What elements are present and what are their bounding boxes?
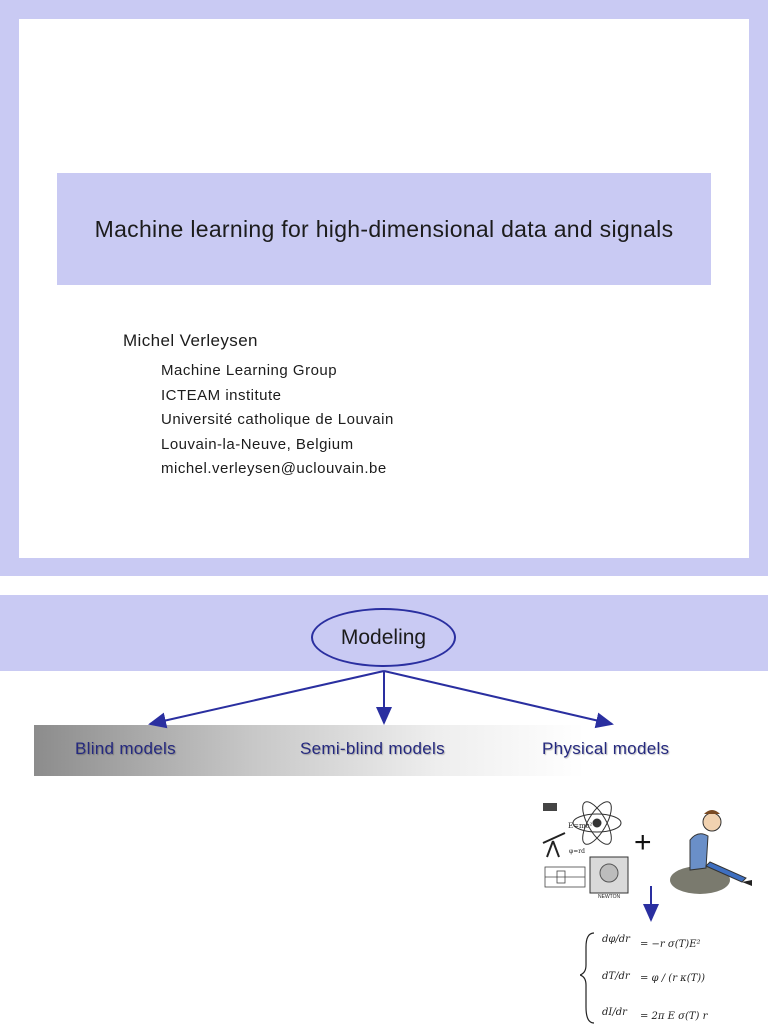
semi-blind-models-label: Semi-blind models: [300, 739, 445, 758]
physical-models-label: Physical models: [542, 739, 670, 758]
physics-illustration: E=mc² φ=rd NEWTON: [542, 801, 629, 900]
eq1-rhs: = −r σ(T)E²: [640, 939, 701, 950]
affiliation-block: Machine Learning Group ICTEAM institute …: [161, 359, 394, 482]
telescope-icon: [542, 832, 566, 858]
model-spectrum-band: [34, 725, 768, 776]
eq2-rhs: = φ / (r κ(T)): [640, 973, 705, 984]
newton-caption: NEWTON: [598, 894, 621, 900]
equation-system: dφ/dr = −r σ(T)E² dT/dr = φ / (r κ(T)) d…: [578, 927, 760, 1032]
eq3-lhs: dI/dr: [602, 1007, 628, 1018]
svg-text:E=mc²: E=mc²: [568, 822, 593, 830]
modeling-label: Modeling: [340, 625, 427, 649]
slide-1: Machine learning for high-dimensional da…: [19, 19, 749, 558]
equations: dφ/dr = −r σ(T)E² dT/dr = φ / (r κ(T)) d…: [578, 932, 709, 1024]
eq3-rhs: = 2π E σ(T) r: [640, 1011, 709, 1022]
blind-models-label: Blind models: [75, 739, 176, 758]
arrow-to-blind: [148, 670, 385, 729]
affiliation-university: Université catholique de Louvain: [161, 411, 394, 428]
modeling-node: Modeling: [311, 608, 456, 667]
circuit-icon: [544, 866, 586, 888]
affiliation-group: Machine Learning Group: [161, 362, 338, 379]
eq2-lhs: dT/dr: [602, 971, 631, 982]
arrow-to-physical: [383, 670, 614, 729]
svg-text:φ=rd: φ=rd: [569, 848, 585, 855]
affiliation-institute: ICTEAM institute: [161, 386, 282, 404]
affiliation-location: Louvain-la-Neuve, Belgium: [161, 435, 354, 453]
eq1-lhs: dφ/dr: [602, 934, 631, 945]
author-name: Michel Verleysen: [123, 331, 258, 350]
thinking-person-illustration: [670, 810, 752, 894]
author-email: michel.verleysen@uclouvain.be: [161, 460, 387, 477]
title-band: Machine learning for high-dimensional da…: [57, 173, 711, 285]
slide-title: Machine learning for high-dimensional da…: [94, 215, 674, 242]
chip-icon: [543, 803, 557, 811]
atom-icon: [572, 801, 622, 845]
plus-sign: +: [634, 826, 652, 859]
